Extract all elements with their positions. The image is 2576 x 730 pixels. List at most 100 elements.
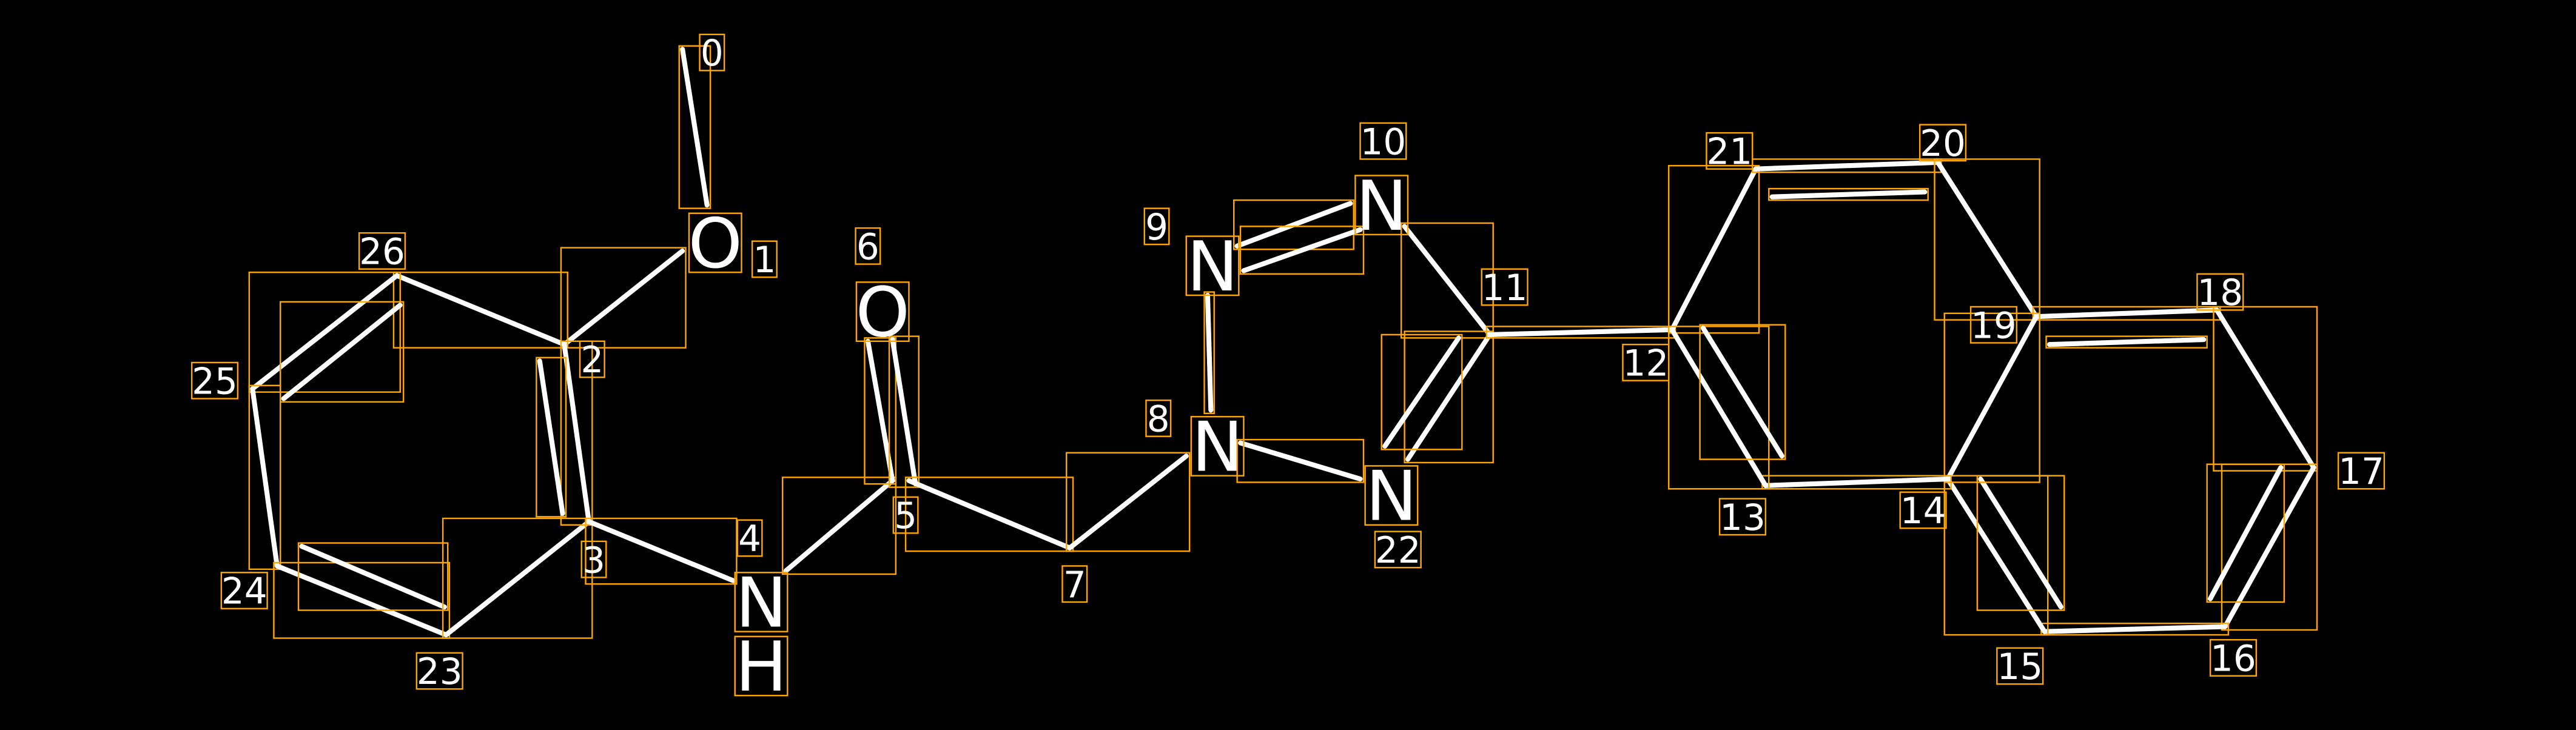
bond-bbox — [536, 357, 567, 518]
bond-line — [1769, 189, 1928, 199]
index-label-bbox — [736, 519, 763, 557]
bond-bbox — [1239, 226, 1365, 275]
index-label-bbox — [1622, 343, 1670, 381]
atom-index-label: 16 — [2210, 638, 2256, 680]
atom-index-label: 3 — [582, 540, 605, 581]
atom-bbox — [734, 572, 789, 632]
bond-line — [1067, 454, 1189, 551]
bond-bbox — [1943, 312, 2040, 483]
index-label-bbox — [1969, 306, 2018, 344]
atom-index-label: 20 — [1920, 123, 1966, 165]
index-label-bbox — [415, 652, 463, 690]
atom-index-label: 12 — [1623, 343, 1669, 385]
bond-bbox — [1380, 333, 1463, 450]
bond-bbox — [888, 335, 920, 488]
bond-line — [1205, 292, 1214, 413]
bond-bbox — [1699, 324, 1786, 460]
atom-index-label: 7 — [1063, 564, 1086, 606]
index-label-bbox — [1359, 122, 1407, 160]
atom-index-label: 0 — [701, 33, 724, 75]
index-label-bbox — [1061, 565, 1088, 603]
bond-bbox — [1400, 222, 1494, 339]
bond-bbox — [1066, 452, 1191, 552]
atom-index-label: 14 — [1900, 491, 1946, 532]
bond-line — [1945, 476, 2047, 634]
atom-index-label: 9 — [1145, 207, 1168, 249]
bond-bbox — [1236, 438, 1365, 483]
atom-bbox — [1354, 175, 1409, 236]
atom-symbol-a4_h: H — [735, 627, 787, 707]
bond-bbox — [248, 384, 281, 571]
bond-line — [906, 478, 1072, 551]
index-label-bbox — [1374, 531, 1422, 569]
bond-line — [865, 338, 895, 483]
atom-symbol-a10: N — [1356, 166, 1407, 246]
bond-line — [1935, 159, 2039, 320]
index-label-bbox — [1145, 399, 1172, 437]
atom-index-label: 10 — [1360, 121, 1407, 163]
index-label-bbox — [580, 540, 607, 578]
index-label-bbox — [1919, 124, 1967, 162]
atom-index-label: 11 — [1482, 267, 1528, 309]
atom-symbol-a9: N — [1187, 227, 1239, 307]
index-label-bbox — [1706, 132, 1754, 170]
index-label-bbox — [190, 361, 239, 400]
atom-bbox — [1364, 465, 1419, 526]
atom-index-label: 18 — [2197, 272, 2243, 314]
bond-line — [2046, 337, 2207, 347]
bond-bbox — [1976, 475, 2065, 611]
index-label-bbox — [1143, 207, 1170, 246]
bond-bbox — [864, 337, 897, 485]
bond-line — [783, 478, 895, 574]
bond-line — [1382, 335, 1461, 449]
index-label-bbox — [1996, 647, 2044, 685]
bond-bbox — [2206, 463, 2285, 603]
atom-index-label: 13 — [1720, 497, 1766, 539]
bond-line — [250, 386, 280, 569]
index-label-bbox — [1899, 491, 1947, 529]
bond-line — [562, 342, 591, 524]
atom-symbol-a1: O — [688, 204, 742, 284]
bond-bbox — [273, 561, 451, 639]
atom-index-label: 19 — [1971, 305, 2017, 347]
atom-index-label: 24 — [221, 571, 267, 613]
atom-index-label: 4 — [738, 518, 761, 560]
bond-line — [1945, 314, 2039, 482]
bond-line — [2034, 307, 2219, 320]
bond-line — [1669, 166, 1758, 332]
index-label-bbox — [2337, 452, 2386, 490]
bond-line — [1405, 332, 1493, 462]
atom-index-label: 22 — [1375, 530, 1421, 572]
atom-index-label: 1 — [753, 239, 776, 281]
bond-bbox — [1768, 187, 1929, 201]
bond-line — [443, 519, 591, 638]
index-label-bbox — [2209, 638, 2258, 677]
bond-line — [1402, 224, 1493, 338]
bond-line — [1237, 440, 1363, 482]
atom-bbox — [688, 212, 742, 273]
bond-line — [890, 337, 918, 487]
atom-index-label: 17 — [2338, 451, 2384, 493]
bond-line — [2207, 465, 2284, 601]
atom-index-label: 26 — [359, 232, 405, 273]
bond-bbox — [904, 477, 1074, 552]
bond-line — [1241, 227, 1363, 273]
atom-index-label: 8 — [1147, 399, 1170, 441]
atom-bbox — [1185, 235, 1240, 296]
bond-line — [299, 543, 447, 610]
bond-bbox — [297, 542, 449, 611]
bond-line — [586, 519, 736, 583]
bond-line — [2214, 307, 2316, 470]
bond-line — [2222, 465, 2316, 629]
atom-index-label: 25 — [192, 361, 238, 403]
atom-index-label: 2 — [580, 340, 604, 381]
bond-bbox — [1934, 158, 2040, 321]
atom-index-label: 5 — [894, 495, 917, 537]
atom-symbol-a4_n: N — [735, 563, 787, 643]
index-label-bbox — [892, 496, 919, 534]
bond-bbox — [2213, 306, 2318, 472]
bond-line — [281, 303, 403, 401]
